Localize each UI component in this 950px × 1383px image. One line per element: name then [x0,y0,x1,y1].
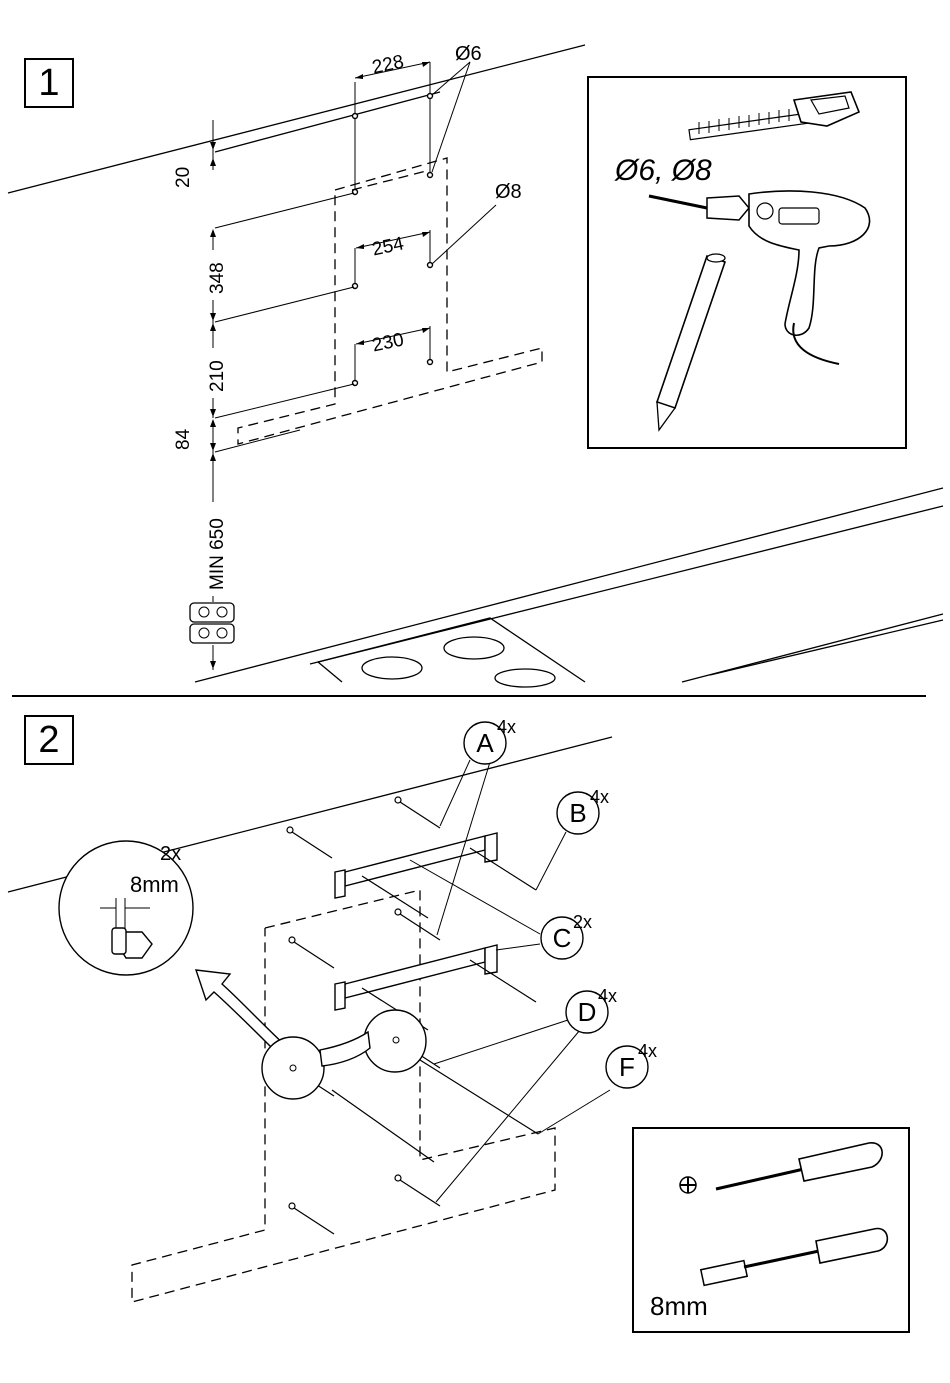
section-divider [12,695,926,697]
dim-vertical-1: 348 [207,262,228,294]
step-2-number: 2 [24,715,74,765]
cooktop-icon [362,637,555,687]
dim-offset-top: 20 [173,167,194,188]
drill-bits-label: Ø6, Ø8 [614,154,712,187]
callout-b-count: 4x [590,787,609,807]
dim-min-height: MIN 650 [207,518,228,590]
tools-panel-step1: Ø6, Ø8 [587,76,907,449]
detail-count: 2x [160,843,181,865]
detail-size: 8mm [130,872,179,897]
dim-hole-diameter-mid: Ø8 [495,181,522,203]
callout-b-letter: B [569,798,586,828]
callout-c-count: 2x [573,912,592,932]
dim-vertical-2: 210 [207,360,228,392]
callout-f-count: 4x [638,1041,657,1061]
callout-a-letter: A [476,728,494,758]
socket-size-label: 8mm [650,1291,708,1321]
dim-vertical-3: 84 [173,428,194,450]
dim-hole-spacing-mid: 254 [370,233,406,260]
dim-hole-spacing-top: 228 [370,51,405,78]
callout-a-count: 4x [497,717,516,737]
bracket-upper [335,833,497,898]
bracket-lower [335,945,497,1010]
dim-hole-spacing-low: 230 [370,329,405,356]
tools-panel-step2: 8mm [632,1127,910,1333]
step2-drawing [8,722,648,1302]
gas-hob-icon [190,603,234,643]
callout-c-letter: C [553,923,572,953]
callout-f-letter: F [619,1052,635,1082]
callout-d-count: 4x [598,986,617,1006]
tape-measure-icon [689,92,859,140]
phillips-screwdriver-icon [680,1143,882,1193]
dim-hole-diameter-top: Ø6 [455,43,482,65]
curved-arrow-icon [196,970,426,1099]
callout-d-letter: D [578,997,597,1027]
pencil-icon [657,254,725,430]
step-1-number: 1 [24,58,74,108]
socket-screwdriver-icon [701,1229,888,1286]
